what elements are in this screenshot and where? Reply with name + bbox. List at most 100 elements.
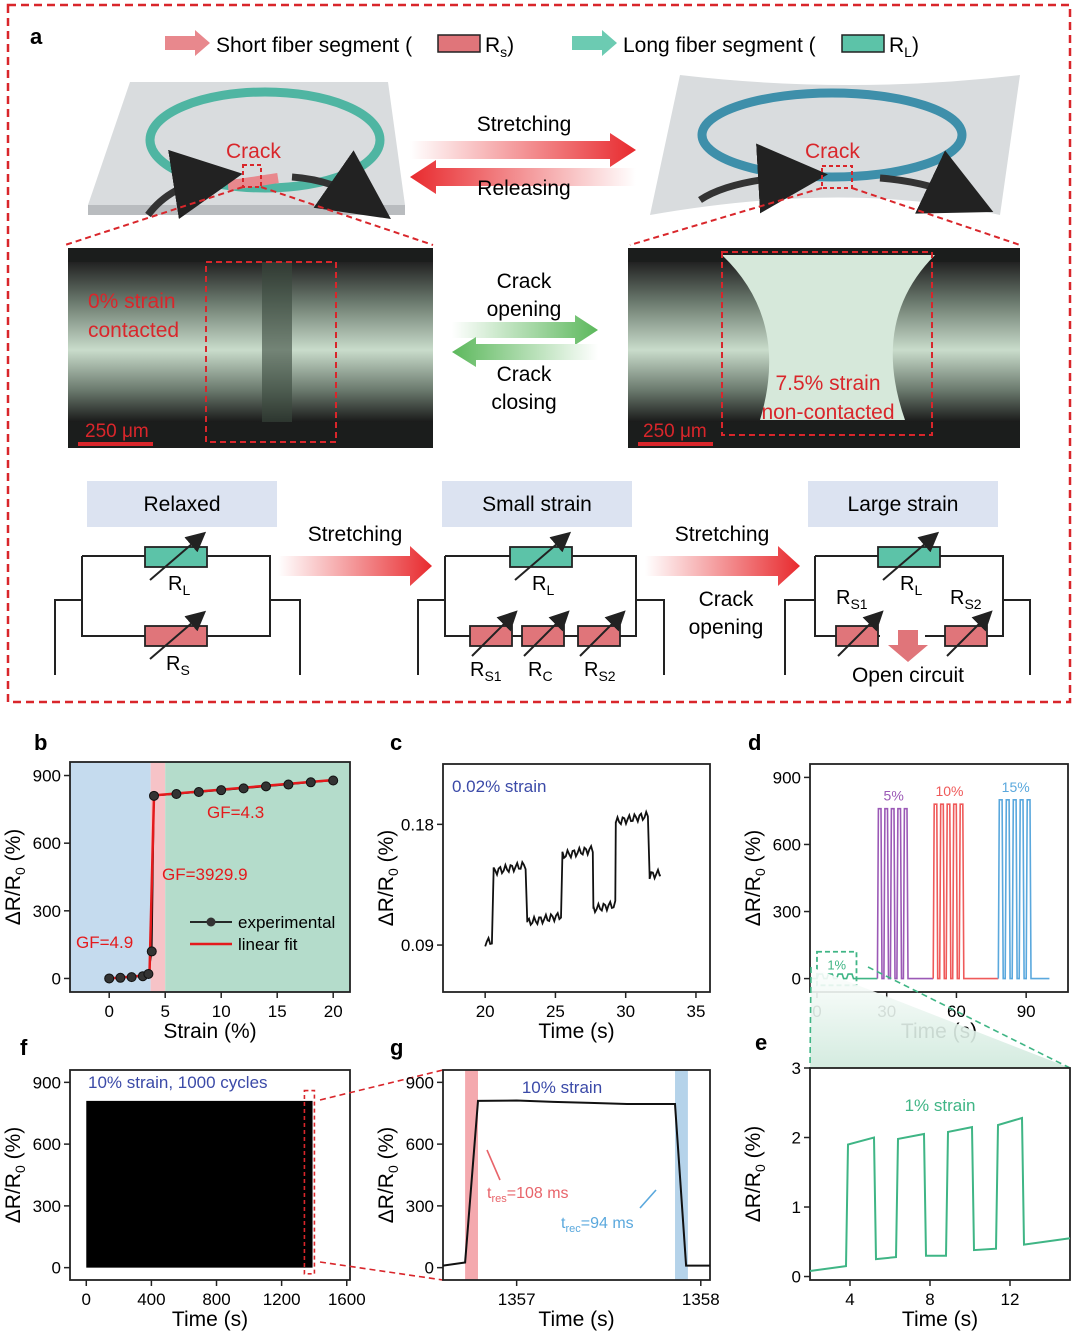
- x-tick-label-b: 0: [104, 1002, 113, 1021]
- scale-bar-left: [78, 442, 153, 446]
- y-tick-label-f: 300: [33, 1197, 61, 1216]
- x-tick-label-c: 25: [546, 1002, 565, 1021]
- zoom-lines-a: [64, 186, 1021, 246]
- y-tick-label-b: 900: [33, 767, 61, 786]
- band-high: [165, 762, 350, 992]
- series-d-3: [997, 799, 1050, 980]
- photo-right-line1: 7.5% strain: [775, 372, 880, 395]
- zoom-wedge-de: [810, 967, 1070, 1068]
- data-point: [238, 783, 249, 794]
- tres-pointer: [486, 1149, 501, 1181]
- data-point: [104, 973, 115, 984]
- x-tick-label-g: 1358: [682, 1290, 720, 1309]
- trec-pointer: [639, 1189, 657, 1209]
- zoom-line-fg-top: [319, 1069, 444, 1101]
- series-d-1: [876, 807, 934, 980]
- legend-long: Long fiber segment ( RL): [572, 30, 919, 60]
- y-axis-label-d: ΔR/R0 (%): [742, 830, 768, 927]
- crack-label-left: Crack: [226, 140, 281, 163]
- data-point: [261, 781, 271, 792]
- annotation-gf1: GF=4.3: [207, 803, 264, 822]
- plot-frame-d: [809, 763, 1069, 993]
- x-axis-label-f: Time (s): [172, 1308, 248, 1331]
- legend-exp-label: experimental: [238, 913, 335, 932]
- x-tick-label-c: 20: [476, 1002, 495, 1021]
- plot-frame-b: [69, 761, 351, 993]
- data-point: [115, 972, 126, 983]
- label-rs-1: RS: [166, 653, 190, 678]
- scale-bar-label-left: 250 μm: [85, 421, 149, 442]
- annotation-gf2: GF=3929.9: [162, 865, 248, 884]
- band-low: [70, 762, 151, 992]
- label-rs1-3: RS1: [836, 587, 868, 612]
- x-tick-label-g: 1357: [498, 1290, 536, 1309]
- annotation-tres: tres=108 ms: [487, 1185, 569, 1205]
- label-rc-2: RC: [528, 659, 553, 684]
- scale-bar-label-right: 250 μm: [643, 421, 707, 442]
- stretch-arrow-2: [645, 546, 800, 586]
- plot-frame-f: [69, 1069, 351, 1281]
- y-tick-label-g: 600: [406, 1135, 434, 1154]
- x-axis-label-c: Time (s): [538, 1020, 614, 1043]
- y-tick-label-b: 600: [33, 834, 61, 853]
- data-point: [146, 946, 157, 957]
- y-tick-label-e: 3: [792, 1059, 801, 1078]
- series-f-area: [86, 1100, 313, 1268]
- x-axis-label-e: Time (s): [902, 1308, 978, 1331]
- annotation-f: 10% strain, 1000 cycles: [88, 1073, 268, 1092]
- x-tick-label-b: 15: [268, 1002, 287, 1021]
- stretch-arrow-1-label: Stretching: [308, 523, 403, 546]
- releasing-label: Releasing: [477, 177, 570, 200]
- panel-a-border: [6, 3, 1072, 704]
- data-point: [328, 775, 339, 786]
- label-rl-2: RL: [532, 573, 554, 598]
- y-tick-label-b: 0: [52, 969, 61, 988]
- y-axis-label-g: ΔR/R0 (%): [375, 1127, 401, 1224]
- crack-closing-line2: closing: [491, 391, 556, 414]
- chart-d: d03060900300600900Time (s)ΔR/R0 (%)5%10%…: [742, 730, 1069, 1043]
- zoom-line-fg-bottom: [319, 1261, 444, 1281]
- y-tick-label-c: 0.09: [401, 936, 434, 955]
- opening-label-2: opening: [689, 616, 764, 639]
- series-d-label-3: 15%: [1002, 779, 1030, 795]
- x-tick-label-f: 1200: [263, 1290, 301, 1309]
- legend-exp-marker: [206, 917, 216, 927]
- state-relaxed: Relaxed: [143, 493, 220, 516]
- stretch-release-arrows: Stretching Releasing: [410, 113, 636, 200]
- zoom-line-de-right: [867, 966, 1071, 1069]
- panel-d-letter: d: [748, 730, 761, 755]
- y-tick-label-f: 900: [33, 1073, 61, 1092]
- annotation-g: 10% strain: [522, 1078, 602, 1097]
- crack-closing-line1: Crack: [497, 363, 552, 386]
- opening-label-1: Crack: [699, 588, 754, 611]
- x-tick-label-d: 60: [947, 1002, 966, 1021]
- crack-opening-line2: opening: [487, 298, 562, 321]
- x-tick-label-b: 10: [212, 1002, 231, 1021]
- x-tick-label-b: 20: [324, 1002, 343, 1021]
- open-circuit-arrow: [888, 630, 928, 662]
- annotation-gf3: GF=4.9: [76, 933, 133, 952]
- x-tick-label-e: 8: [925, 1290, 934, 1309]
- y-tick-label-e: 1: [792, 1198, 801, 1217]
- legend-short-swatch: [437, 34, 481, 53]
- data-point: [216, 785, 227, 796]
- x-tick-label-d: 90: [1017, 1002, 1036, 1021]
- series-d-label-0: 1%: [827, 958, 846, 973]
- y-tick-label-g: 300: [406, 1197, 434, 1216]
- legend-long-swatch: [841, 34, 885, 53]
- panel-e-letter: e: [755, 1030, 767, 1055]
- x-axis-label-b: Strain (%): [163, 1020, 256, 1043]
- data-point: [171, 789, 182, 800]
- annotation-trec: trec=94 ms: [561, 1215, 634, 1235]
- x-tick-label-c: 30: [616, 1002, 635, 1021]
- y-tick-label-e: 2: [792, 1129, 801, 1148]
- x-tick-label-e: 12: [1001, 1290, 1020, 1309]
- y-tick-label-d: 600: [773, 835, 801, 854]
- photo-contacted: 0% strain contacted 250 μm: [68, 248, 433, 448]
- state-relaxed-box: [87, 481, 277, 527]
